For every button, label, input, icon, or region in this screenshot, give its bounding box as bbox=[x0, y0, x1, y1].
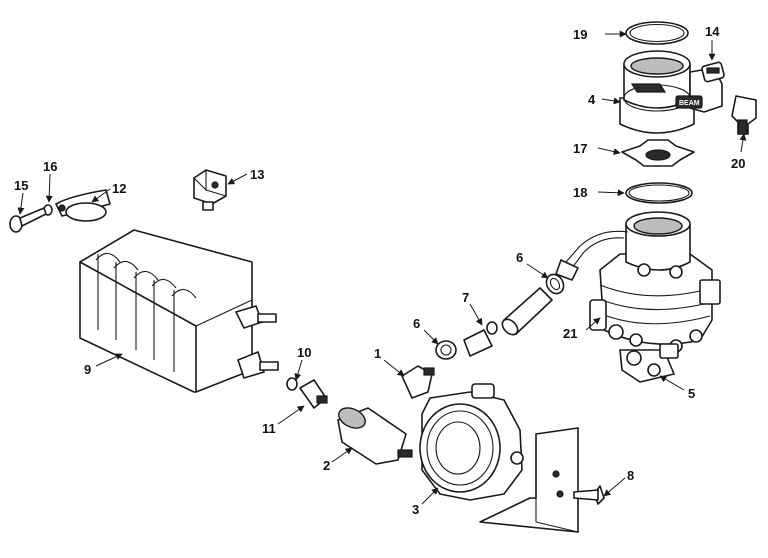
part-15-screw bbox=[9, 207, 47, 233]
part-21-carburetor bbox=[589, 211, 721, 353]
part-8-bracket-and-bolt bbox=[479, 427, 605, 533]
callout-10: 10 bbox=[297, 345, 311, 360]
callout-20: 20 bbox=[731, 156, 745, 171]
part-4-mixer: BEAM bbox=[619, 50, 723, 134]
callout-9: 9 bbox=[84, 362, 91, 377]
callout-3: 3 bbox=[412, 502, 419, 517]
part-6-hose-clamp-lower bbox=[435, 340, 457, 360]
callout-8: 8 bbox=[627, 468, 634, 483]
part-9-vaporizer bbox=[79, 229, 279, 393]
callout-12: 12 bbox=[112, 181, 126, 196]
part-19-gasket-ring bbox=[625, 21, 689, 45]
callout-16: 16 bbox=[43, 159, 57, 174]
callout-17: 17 bbox=[573, 141, 587, 156]
callout-7: 7 bbox=[462, 290, 469, 305]
part-13-block-fitting bbox=[193, 169, 227, 211]
part-18-o-ring bbox=[625, 182, 693, 204]
callout-6-lower: 6 bbox=[413, 316, 420, 331]
callout-11: 11 bbox=[262, 421, 276, 436]
part-14-fitting bbox=[701, 61, 725, 83]
part-10-washer bbox=[286, 377, 298, 391]
mixer-stamp-label: BEAM bbox=[679, 100, 700, 107]
part-1-elbow-fitting bbox=[401, 365, 435, 399]
part-5-regulator-valve bbox=[619, 343, 679, 383]
callout-21: 21 bbox=[563, 326, 577, 341]
callout-5: 5 bbox=[688, 386, 695, 401]
callout-14: 14 bbox=[705, 24, 720, 39]
part-20-elbow-fitting bbox=[731, 95, 757, 135]
callout-1: 1 bbox=[374, 346, 381, 361]
callout-2: 2 bbox=[323, 458, 330, 473]
part-2-solenoid-valve bbox=[337, 407, 413, 465]
part-11-fitting bbox=[299, 379, 328, 409]
callout-6-upper: 6 bbox=[516, 250, 523, 265]
callout-15: 15 bbox=[14, 178, 28, 193]
part-7-hose bbox=[463, 287, 553, 357]
callout-18: 18 bbox=[573, 185, 587, 200]
part-3-regulator bbox=[419, 383, 524, 501]
part-6-hose-clamp-upper bbox=[545, 273, 565, 295]
callout-19: 19 bbox=[573, 27, 587, 42]
part-17-throttle-plate bbox=[621, 139, 695, 167]
callout-4: 4 bbox=[588, 92, 596, 107]
callout-labels: 19 14 4 20 17 18 6 21 5 7 6 1 2 3 8 10 1… bbox=[14, 24, 745, 517]
callout-leaders bbox=[17, 30, 747, 505]
callout-13: 13 bbox=[250, 167, 264, 182]
fuel-line bbox=[555, 230, 629, 281]
